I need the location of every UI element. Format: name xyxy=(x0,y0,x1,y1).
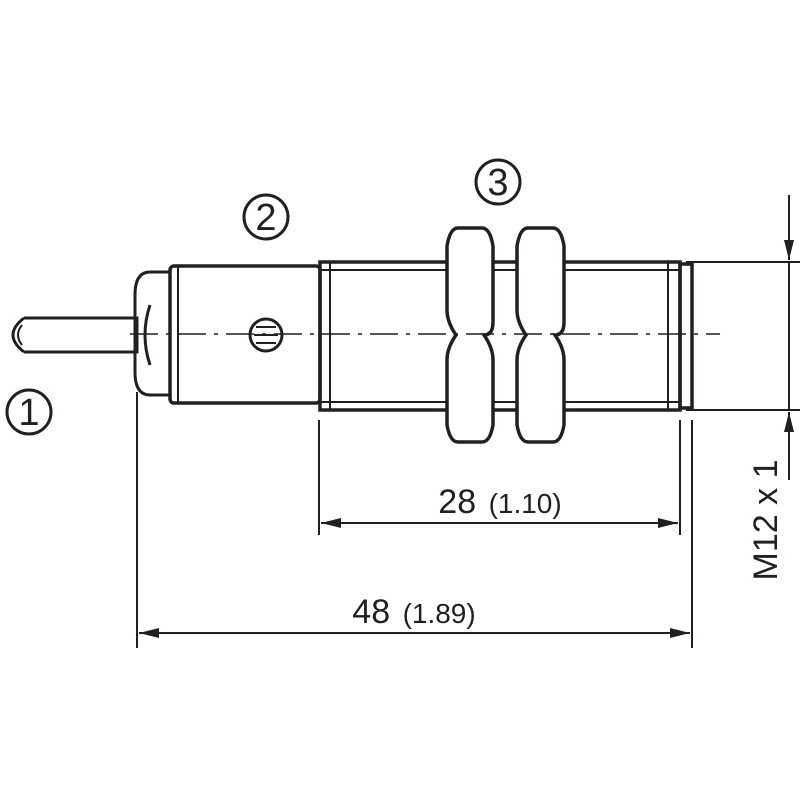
mounting-nut-1 xyxy=(445,226,495,444)
dimension-28-imperial: (1.10) xyxy=(489,488,562,519)
dimension-48-label: 48 (1.89) xyxy=(352,593,475,631)
cable xyxy=(11,316,139,354)
dimension-28-label: 28 (1.10) xyxy=(438,483,561,521)
sensing-face xyxy=(678,262,694,410)
led-indicator xyxy=(248,317,284,353)
callout-1-number: 1 xyxy=(18,392,39,434)
mounting-nut-2 xyxy=(515,226,566,444)
threaded-barrel xyxy=(318,260,682,412)
callout-3: 3 xyxy=(474,158,522,206)
callout-3-number: 3 xyxy=(487,162,508,204)
dimension-28-value: 28 xyxy=(438,483,476,521)
callout-1: 1 xyxy=(5,388,53,436)
dimension-48-imperial: (1.89) xyxy=(403,598,476,629)
thread-dimension-label: M12 x 1 xyxy=(747,460,785,581)
dimension-48-value: 48 xyxy=(352,593,390,631)
callout-2: 2 xyxy=(242,193,290,241)
callout-2-number: 2 xyxy=(255,197,276,239)
extension-lines xyxy=(136,261,800,648)
